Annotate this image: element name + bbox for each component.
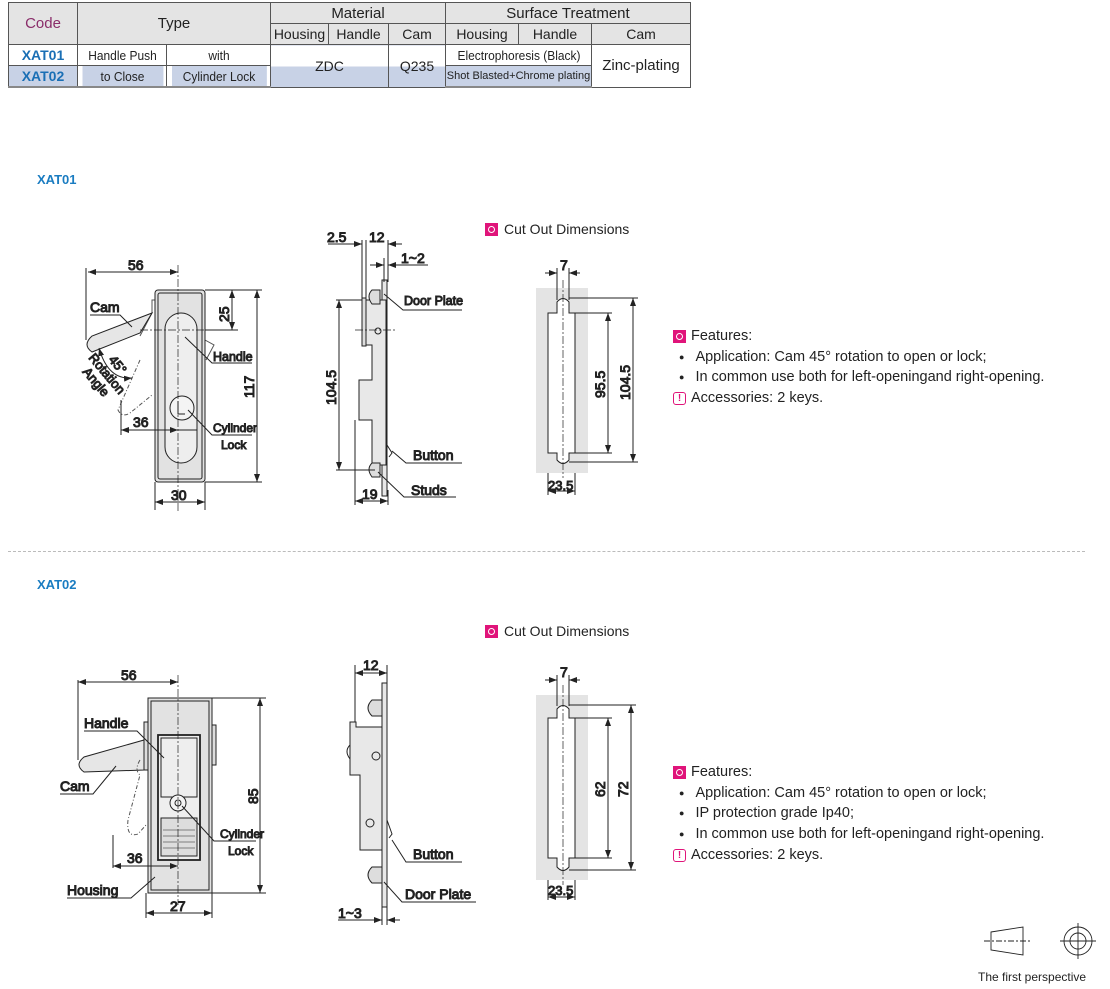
sub-cam: Cam: [591, 23, 691, 45]
section-label-xat01: XAT01: [37, 172, 77, 187]
dim-117: 117: [241, 375, 257, 398]
exclamation-icon: !: [673, 848, 686, 862]
code-xat02: XAT02: [8, 65, 78, 88]
type-b-2: Cylinder Lock: [170, 65, 267, 88]
sub-handle: Handle: [518, 23, 592, 45]
material-zdc: ZDC: [270, 44, 389, 88]
callout-door-plate: Door Plate: [405, 886, 471, 902]
feature-item: In common use both for left-openingand r…: [673, 824, 1044, 845]
xat01-side-view: 2.5 12 1~2 104.5 19 Door Plate Button St…: [323, 229, 464, 505]
feature-item: IP protection grade Ip40;: [673, 803, 1044, 824]
circle-marker-icon: [673, 329, 686, 343]
dim-7: 7: [560, 257, 568, 273]
features-title-text: Features:: [691, 764, 753, 780]
first-angle-projection-icon: [984, 923, 1096, 959]
sub-cam: Cam: [388, 23, 446, 45]
dim-25: 25: [216, 306, 232, 322]
features-title: Features:: [673, 326, 1044, 347]
dim-30: 30: [171, 487, 187, 503]
features-xat02: Features: Application: Cam 45° rotation …: [673, 762, 1044, 866]
callout-housing: Housing: [67, 882, 118, 898]
dim-56: 56: [121, 667, 137, 683]
circle-marker-icon: [485, 222, 498, 236]
dim-104-5: 104.5: [617, 365, 633, 400]
projection-caption: The first perspective: [978, 970, 1087, 984]
dim-7: 7: [560, 664, 568, 680]
xat01-cutout-view: 7 95.5 104.5 23.5: [536, 257, 638, 495]
dim-104-5: 104.5: [323, 370, 339, 405]
dim-2-5: 2.5: [327, 229, 347, 245]
dim-62: 62: [592, 781, 608, 797]
type-b-1: with: [170, 44, 267, 66]
spec-table: Code Type Material Surface Treatment Hou…: [8, 2, 691, 88]
header-material: Material: [270, 2, 446, 24]
xat01-front-view: 56 25 117 30 36 45° Rotation Angle Cam H…: [79, 257, 262, 512]
accessories: ! Accessories: 2 keys.: [673, 845, 1044, 866]
callout-handle: Handle: [213, 350, 253, 364]
material-q235: Q235: [388, 44, 446, 88]
dim-23-5: 23.5: [548, 883, 573, 898]
cutout-title-text: Cut Out Dimensions: [504, 221, 630, 237]
code-xat01: XAT01: [8, 44, 78, 66]
cutout-title-text: Cut Out Dimensions: [504, 623, 630, 639]
accessories-text: Accessories: 2 keys.: [691, 390, 824, 407]
type-a-1: Handle Push: [80, 44, 164, 66]
features-xat01: Features: Application: Cam 45° rotation …: [673, 326, 1044, 409]
xat02-cutout-view: 7 62 72 23.5: [536, 664, 636, 900]
sub-housing: Housing: [270, 23, 329, 45]
dim-36: 36: [133, 414, 149, 430]
surface-cam-zinc: Zinc-plating: [591, 44, 691, 88]
feature-item: Application: Cam 45° rotation to open or…: [673, 347, 1044, 368]
feature-item: Application: Cam 45° rotation to open or…: [673, 783, 1044, 804]
callout-cylinder: Cylinder: [213, 421, 257, 435]
dim-12: 12: [363, 657, 379, 673]
dim-72: 72: [615, 781, 631, 797]
circle-marker-icon: [485, 624, 498, 638]
callout-lock: Lock: [221, 438, 247, 452]
dim-95-5: 95.5: [592, 371, 608, 398]
dim-1-3: 1~3: [338, 905, 362, 921]
xat02-side-view: 12 1~3 Button Door Plate: [338, 657, 476, 925]
feature-item: In common use both for left-openingand r…: [673, 367, 1044, 388]
accessories: ! Accessories: 2 keys.: [673, 388, 1044, 409]
cutout-title-xat02: Cut Out Dimensions: [485, 623, 629, 639]
section-label-xat02: XAT02: [37, 577, 77, 592]
dim-85: 85: [245, 788, 261, 804]
callout-handle: Handle: [84, 715, 129, 731]
cutout-title-xat01: Cut Out Dimensions: [485, 221, 629, 237]
callout-cam: Cam: [90, 299, 120, 315]
surface-electrophoresis: Electrophoresis (Black): [450, 44, 587, 66]
callout-button: Button: [413, 846, 453, 862]
callout-button: Button: [413, 447, 453, 463]
callout-studs: Studs: [411, 482, 447, 498]
type-a-2: to Close: [80, 65, 164, 88]
dim-1-2: 1~2: [401, 250, 425, 266]
dim-27: 27: [170, 898, 186, 914]
dim-36: 36: [127, 850, 143, 866]
callout-cam: Cam: [60, 778, 90, 794]
sub-handle: Handle: [328, 23, 389, 45]
features-title-text: Features:: [691, 328, 753, 344]
callout-lock: Lock: [228, 844, 254, 858]
callout-door-plate: Door Plate: [404, 294, 463, 308]
accessories-text: Accessories: 2 keys.: [691, 846, 824, 863]
features-title: Features:: [673, 762, 1044, 783]
xat02-front-view: 56 85 27 36 Handle Cam Housing Cylinder …: [60, 667, 266, 918]
dim-19: 19: [362, 486, 378, 502]
callout-cylinder: Cylinder: [220, 827, 264, 841]
dim-56: 56: [128, 257, 144, 273]
header-code: Code: [8, 2, 78, 45]
dim-12: 12: [369, 229, 385, 245]
circle-marker-icon: [673, 765, 686, 779]
dim-23-5: 23.5: [548, 478, 573, 493]
section-divider: [8, 551, 1085, 552]
header-surface: Surface Treatment: [445, 2, 691, 24]
exclamation-icon: !: [673, 391, 686, 405]
surface-shot-blasted: Shot Blasted+Chrome plating: [445, 65, 592, 88]
